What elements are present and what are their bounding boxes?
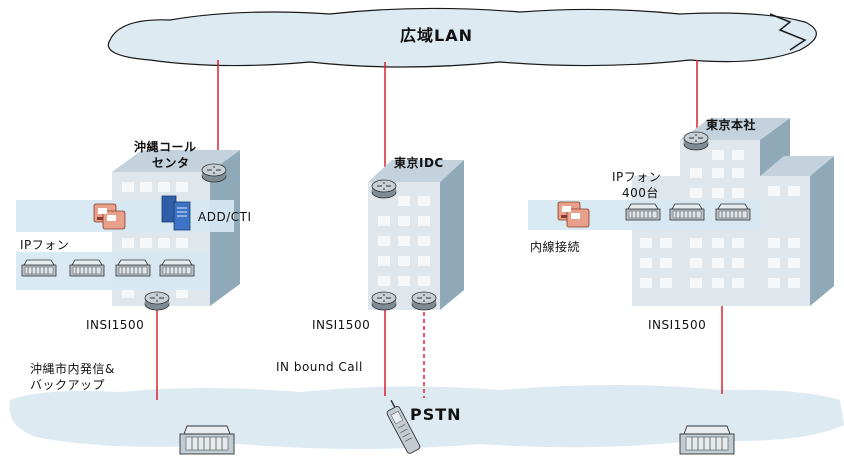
desk-phone-icon — [679, 425, 735, 455]
okinawa-device-label: INSI1500 — [86, 318, 145, 332]
router-icon — [201, 163, 227, 183]
tokyo-hq-phones-label-line1: IPフォン — [612, 170, 662, 184]
router-icon — [144, 291, 170, 311]
okinawa-pstn-label-line2: バックアップ — [30, 378, 106, 392]
ip-phone-icon — [115, 259, 151, 277]
links — [156, 60, 723, 400]
ip-phone-icon — [625, 203, 661, 221]
wan-cloud — [107, 7, 817, 68]
okinawa-name-line2: センタ — [152, 156, 190, 170]
tokyo-hq-device-label: INSI1500 — [648, 318, 707, 332]
tokyo-idc-pstn-label: IN bound Call — [276, 360, 363, 374]
tokyo-hq-building — [632, 118, 834, 306]
tokyo-hq-phones-label-line2: 400台 — [622, 186, 659, 200]
tokyo-hq-extension-label: 内線接続 — [530, 240, 581, 254]
okinawa-pstn-label-line1: 沖縄市内発信& — [30, 362, 115, 376]
ip-phone-icon — [669, 203, 705, 221]
ip-phone-icon — [69, 259, 105, 277]
ip-phone-icon — [159, 259, 195, 277]
tokyo-idc-building — [368, 160, 464, 310]
okinawa-phones-label: IPフォン — [20, 238, 70, 252]
tokyo-hq-name: 東京本社 — [706, 118, 757, 132]
mobile-phone-icon — [386, 399, 421, 454]
ip-phone-icon — [21, 259, 57, 277]
pstn-label: PSTN — [410, 405, 462, 424]
okinawa-name-line1: 沖縄コール — [134, 140, 197, 154]
router-icon — [683, 131, 709, 151]
tokyo-idc-name: 東京IDC — [394, 156, 444, 170]
ip-phone-icon — [715, 203, 751, 221]
router-icon — [371, 179, 397, 199]
router-icon — [411, 291, 437, 311]
wan-label: 広域LAN — [400, 26, 473, 45]
desk-phone-icon — [179, 425, 235, 455]
server-icon — [161, 195, 191, 231]
okinawa-server-label: ADD/CTI — [198, 210, 252, 224]
router-icon — [371, 291, 397, 311]
tokyo-idc-device-label: INSI1500 — [312, 318, 371, 332]
